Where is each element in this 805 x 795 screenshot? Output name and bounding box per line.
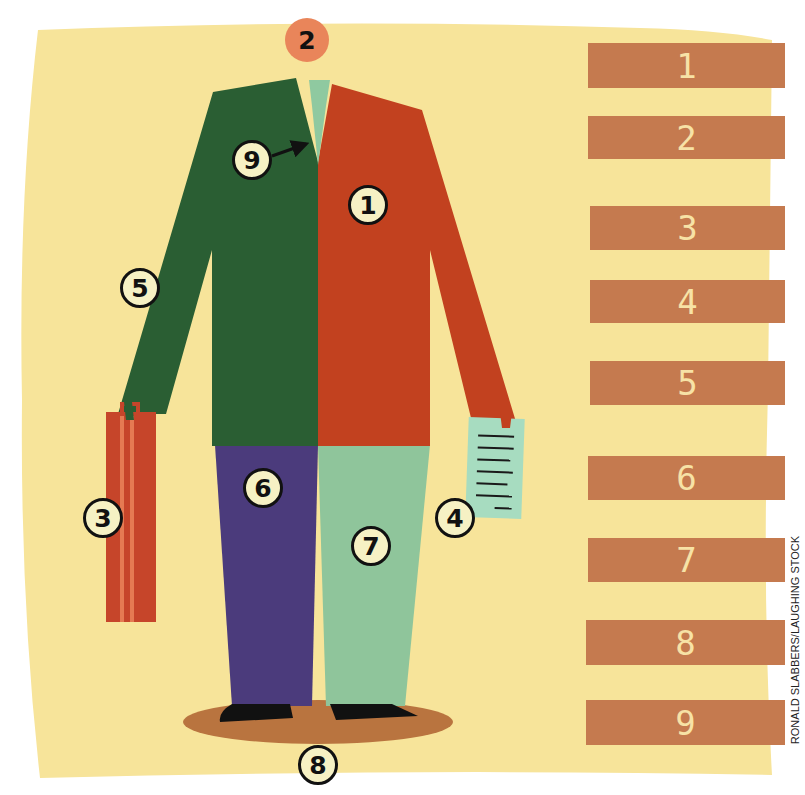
number-bar: 7 xyxy=(588,538,785,582)
bar-number: 7 xyxy=(676,543,696,577)
bar-number: 4 xyxy=(677,285,697,319)
callout-number: 1 xyxy=(359,193,376,218)
callout-number: 6 xyxy=(243,468,283,508)
bar-number: 2 xyxy=(676,121,696,155)
callout-number: 3 xyxy=(94,506,111,531)
number-bar: 4 xyxy=(590,280,785,323)
callout-number: 7 xyxy=(351,526,391,566)
callout-number: 8 xyxy=(309,753,326,778)
callout-number: 7 xyxy=(362,534,379,559)
purple-trouser-leg xyxy=(215,445,318,706)
callout-number: 5 xyxy=(120,268,160,308)
callout-number: 6 xyxy=(254,476,271,501)
tie xyxy=(309,80,330,165)
number-bar: 5 xyxy=(590,361,785,405)
leader-arrow xyxy=(272,144,306,156)
floor-shadow xyxy=(183,700,453,744)
callout-number: 8 xyxy=(298,745,338,785)
callout-number: 2 xyxy=(298,28,315,53)
briefcase-stripe xyxy=(130,412,134,622)
number-bar: 2 xyxy=(588,116,785,159)
callout-number: 4 xyxy=(435,498,475,538)
callout-number: 9 xyxy=(243,148,260,173)
bar-number: 8 xyxy=(675,626,695,660)
bar-number: 6 xyxy=(676,461,696,495)
paper-sheet xyxy=(465,417,524,519)
callout-number: 2 xyxy=(285,18,329,62)
callout-number: 4 xyxy=(446,506,463,531)
callout-number: 1 xyxy=(348,185,388,225)
bar-number: 1 xyxy=(676,49,696,83)
left-shoe xyxy=(220,704,293,722)
number-bar: 6 xyxy=(588,456,785,500)
right-hand xyxy=(500,412,512,428)
callout-number: 3 xyxy=(83,498,123,538)
bar-number: 3 xyxy=(677,211,697,245)
red-jacket-half xyxy=(318,84,516,446)
right-shoe xyxy=(330,704,418,720)
number-bar: 1 xyxy=(588,43,785,88)
number-bar: 8 xyxy=(586,620,785,665)
left-hand xyxy=(124,402,134,420)
number-bar: 9 xyxy=(586,700,785,745)
number-bar: 3 xyxy=(590,206,785,250)
callout-number: 5 xyxy=(131,276,148,301)
green-jacket-half xyxy=(118,78,318,446)
green-trouser-leg xyxy=(318,445,430,706)
bar-number: 5 xyxy=(677,366,697,400)
callout-number: 9 xyxy=(232,140,272,180)
credit-line: RONALD SLABBERS/LAUGHING STOCK xyxy=(789,536,801,744)
bar-number: 9 xyxy=(675,706,695,740)
